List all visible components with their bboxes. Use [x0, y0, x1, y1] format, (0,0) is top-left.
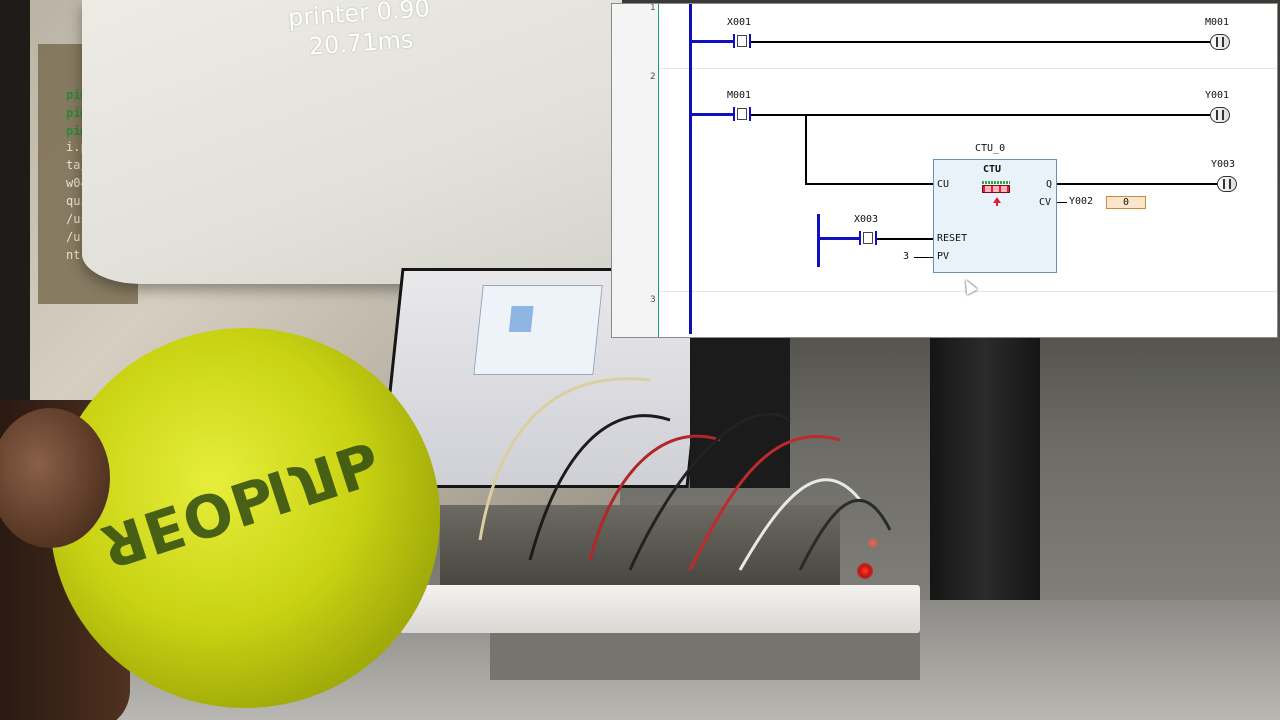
- contact-label: X001: [727, 17, 752, 28]
- cu-pin-label: CU: [937, 179, 950, 190]
- monitor-stand: [930, 338, 1040, 628]
- mouse-cursor-icon: [960, 277, 978, 295]
- white-paper-sheet: [82, 0, 622, 284]
- red-led: [857, 563, 873, 579]
- contact-label: M001: [727, 90, 752, 101]
- count-up-arrow-icon: [993, 197, 1001, 203]
- coil-label: M001: [1205, 17, 1230, 28]
- pv-pin-label: PV: [937, 251, 950, 262]
- count-up-arrow-stem: [996, 202, 998, 206]
- pv-input-wire: [914, 257, 933, 258]
- contact-bar: [733, 107, 735, 121]
- rung-number: 2: [650, 72, 656, 82]
- coil-y003[interactable]: [1217, 176, 1237, 192]
- q-pin-label: Q: [1046, 179, 1053, 190]
- red-led-glow: [868, 538, 878, 548]
- contact-box: [863, 232, 873, 244]
- energized-wire: [819, 237, 859, 240]
- tennis-ball: [50, 328, 440, 708]
- gray-box: [490, 630, 920, 680]
- counter-instance-name: CTU_0: [975, 143, 1006, 154]
- cu-input-wire: [805, 183, 933, 185]
- rung-number-gutter: [612, 4, 659, 337]
- contact-m001[interactable]: [733, 107, 751, 121]
- rung-number: 1: [650, 3, 656, 13]
- rung-wire: [751, 41, 1210, 43]
- breadboard: [400, 585, 920, 633]
- contact-bar: [733, 34, 735, 48]
- coil-m001[interactable]: [1210, 34, 1230, 50]
- coil-y001[interactable]: [1210, 107, 1230, 123]
- terminal-line: nt: [66, 248, 81, 262]
- contact-label: X003: [854, 214, 879, 225]
- rung-separator: [660, 291, 1277, 292]
- contact-x003[interactable]: [859, 231, 877, 245]
- counter-icon-digit: [1001, 186, 1007, 192]
- contact-bar: [875, 231, 877, 245]
- coil-label: Y001: [1205, 90, 1230, 101]
- cv-target-label: Y002: [1069, 196, 1094, 207]
- thumb: [0, 408, 110, 548]
- left-power-rail: [689, 4, 692, 334]
- contact-x001[interactable]: [733, 34, 751, 48]
- contact-bar: [749, 34, 751, 48]
- contact-bar: [859, 231, 861, 245]
- counter-icon-scale: [982, 181, 1010, 184]
- counter-icon-digit: [985, 186, 991, 192]
- cv-pin-label: CV: [1039, 197, 1052, 208]
- reset-power-rail: [817, 214, 820, 267]
- jumper-wires: [478, 377, 892, 571]
- reset-pin-label: RESET: [937, 233, 968, 244]
- energized-wire: [691, 113, 733, 116]
- counter-icon-digit: [993, 186, 999, 192]
- counter-icon: [982, 181, 1010, 193]
- cv-output-wire: [1057, 202, 1067, 203]
- ctu-counter-block[interactable]: CTU CU RESET PV Q CV: [933, 159, 1057, 273]
- coil-label: Y003: [1211, 159, 1236, 170]
- ladder-diagram-panel[interactable]: 1 2 3 X001 M001 M001 Y001 CTU_0 CTU: [611, 3, 1278, 338]
- energized-wire: [691, 40, 733, 43]
- contact-box: [737, 35, 747, 47]
- laptop-window-shape: [508, 306, 534, 332]
- counter-type: CTU: [983, 164, 1002, 175]
- contact-bar: [749, 107, 751, 121]
- rung-wire: [751, 114, 1210, 116]
- cv-value-display[interactable]: 0: [1106, 196, 1146, 209]
- rung-number: 3: [650, 295, 656, 305]
- gutter-divider: [658, 4, 659, 337]
- branch-wire: [805, 114, 807, 184]
- q-output-wire: [1057, 183, 1217, 185]
- rung-separator: [660, 68, 1277, 69]
- contact-box: [737, 108, 747, 120]
- pv-value: 3: [903, 251, 910, 262]
- reset-input-wire: [877, 238, 933, 240]
